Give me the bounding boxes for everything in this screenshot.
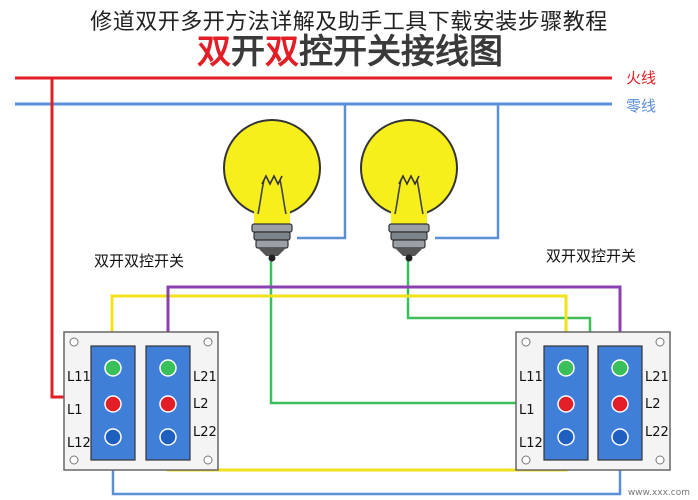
right-switch-panel <box>515 331 671 471</box>
diagram-title-part-2: 开 <box>231 32 265 72</box>
diagram-title-part-4: 控开关接线图 <box>299 32 503 72</box>
diagram-title-part-3: 双 <box>265 32 299 72</box>
left-terminal-l12: L12 <box>67 436 91 451</box>
left-switch-panel <box>63 331 219 471</box>
page-title: 修道双开多开方法详解及助手工具下载安装步骤教程 <box>90 10 608 35</box>
neutral-line-label: 零线 <box>626 97 657 115</box>
right-switch-label: 双开双控开关 <box>546 247 637 265</box>
purple-traveler-top <box>166 285 622 360</box>
right-bulb-icon <box>360 119 458 262</box>
left-terminal-l2: L2 <box>193 397 209 412</box>
live-line-label: 火线 <box>626 69 657 87</box>
yellow-traveler-top <box>110 294 568 360</box>
right-terminal-l1: L1 <box>519 403 535 418</box>
yellow-traveler-bottom <box>166 440 568 472</box>
diagram-title-part-1: 双 <box>197 32 231 72</box>
right-terminal-l11: L11 <box>519 370 543 385</box>
right-terminal-l12: L12 <box>519 436 543 451</box>
left-terminal-l1: L1 <box>67 403 83 418</box>
left-terminal-l21: L21 <box>193 370 217 385</box>
neutral-to-right-bulb <box>435 104 500 240</box>
right-terminal-l21: L21 <box>645 370 669 385</box>
diagram-title: 双开双控开关接线图 <box>120 24 580 73</box>
left-switch-label: 双开双控开关 <box>94 252 185 270</box>
left-terminal-l11: L11 <box>67 370 91 385</box>
right-terminal-l2: L2 <box>645 397 661 412</box>
left-terminal-l22: L22 <box>193 425 217 440</box>
right-terminal-l22: L22 <box>645 425 669 440</box>
left-bulb-icon <box>223 119 321 262</box>
neutral-to-left-bulb <box>297 104 347 240</box>
watermark: www.xxx.com <box>627 488 690 498</box>
green-wire-left-bulb <box>269 258 598 405</box>
